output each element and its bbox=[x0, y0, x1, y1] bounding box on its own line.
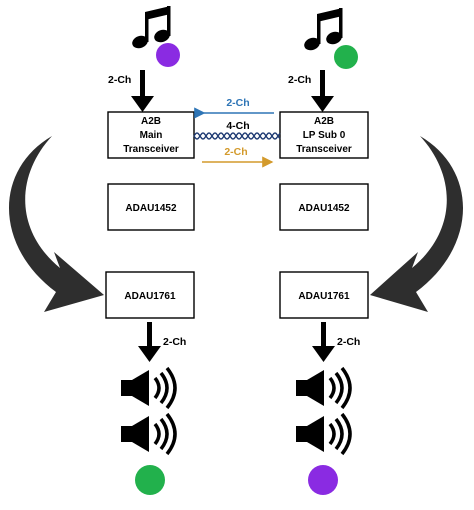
right-input-arrow bbox=[311, 70, 334, 112]
right-output-arrow bbox=[312, 322, 335, 362]
a2b-lp-sub0-transceiver-box: A2B LP Sub 0 Transceiver bbox=[279, 111, 369, 159]
right-bypass-curved-arrow bbox=[370, 136, 464, 312]
left-input-dot bbox=[156, 43, 180, 67]
downstream-label: 2-Ch bbox=[224, 146, 247, 158]
right-adau1761-box: ADAU1761 bbox=[279, 271, 369, 319]
a2b-main-line-1: A2B bbox=[141, 116, 161, 127]
bus-label: 4-Ch bbox=[226, 120, 249, 132]
left-adau1761-box: ADAU1761 bbox=[105, 271, 195, 319]
left-output-arrow bbox=[138, 322, 161, 362]
right-output-label: 2-Ch bbox=[337, 336, 360, 348]
left-adau1761-label: ADAU1761 bbox=[124, 291, 176, 302]
right-music-note-icon bbox=[302, 8, 344, 53]
a2b-main-transceiver-box: A2B Main Transceiver bbox=[107, 111, 195, 159]
a2b-main-line-2: Main bbox=[140, 130, 163, 141]
a2b-sub-line-1: A2B bbox=[314, 116, 334, 127]
left-input-label: 2-Ch bbox=[108, 74, 131, 86]
left-input-arrow bbox=[131, 70, 154, 112]
right-input-dot bbox=[334, 45, 358, 69]
a2b-sub-line-3: Transceiver bbox=[296, 144, 352, 155]
a2b-sub-line-2: LP Sub 0 bbox=[303, 130, 346, 141]
a2b-main-line-3: Transceiver bbox=[123, 144, 179, 155]
right-adau1452-box: ADAU1452 bbox=[279, 183, 369, 231]
left-output-dot bbox=[135, 465, 165, 495]
left-speaker-top-icon bbox=[119, 366, 177, 410]
twisted-pair-wire-2 bbox=[193, 132, 281, 140]
right-output-dot bbox=[308, 465, 338, 495]
left-output-label: 2-Ch bbox=[163, 336, 186, 348]
a2b-twisted-pair-bus bbox=[193, 132, 281, 140]
right-input-label: 2-Ch bbox=[288, 74, 311, 86]
left-bypass-curved-arrow bbox=[8, 136, 104, 312]
left-adau1452-label: ADAU1452 bbox=[125, 203, 177, 214]
left-adau1452-box: ADAU1452 bbox=[107, 183, 195, 231]
right-adau1761-label: ADAU1761 bbox=[298, 291, 350, 302]
right-speaker-top-icon bbox=[294, 366, 352, 410]
left-speaker-bottom-icon bbox=[119, 412, 177, 456]
right-speaker-bottom-icon bbox=[294, 412, 352, 456]
right-adau1452-label: ADAU1452 bbox=[298, 203, 350, 214]
upstream-label: 2-Ch bbox=[226, 97, 249, 109]
